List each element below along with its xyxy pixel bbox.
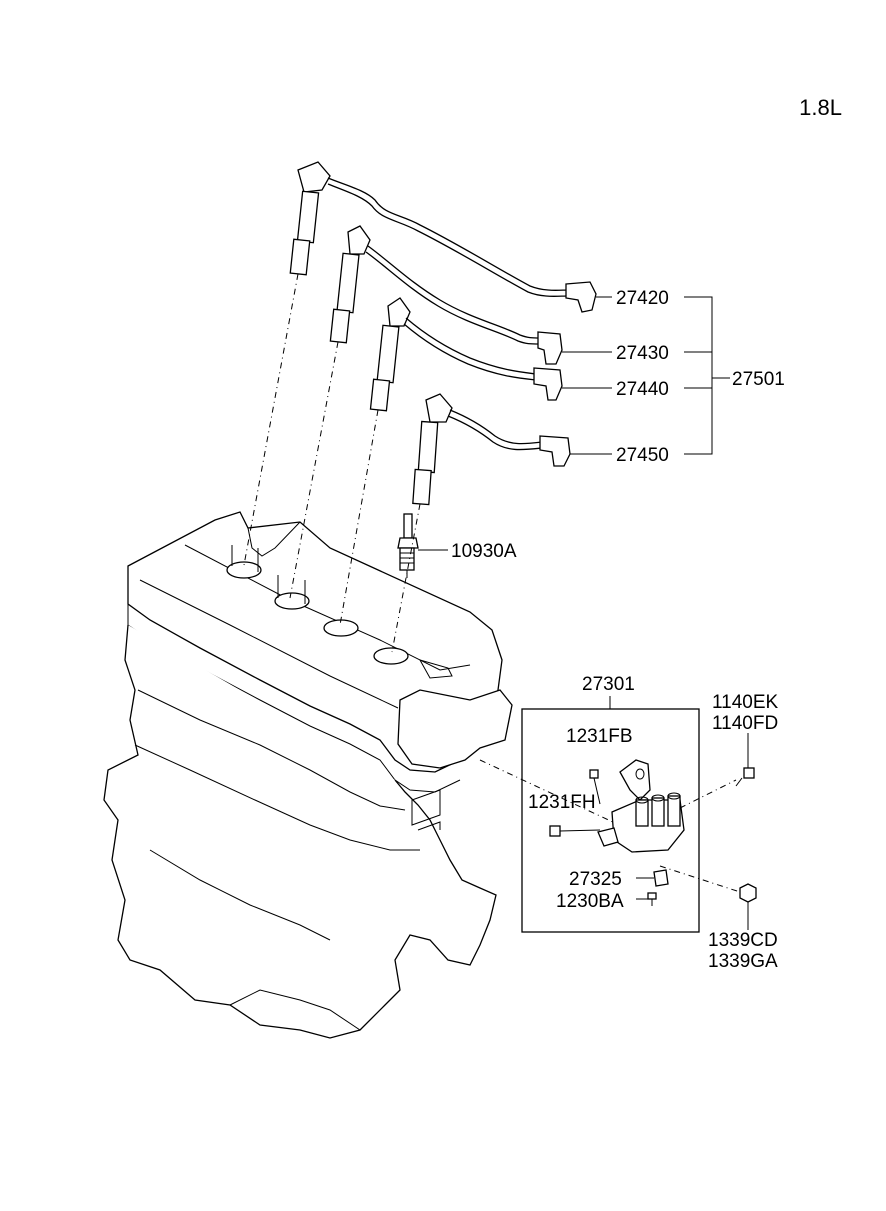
labels: 1.8L 27420 27430 27440 27450 27501 10930… xyxy=(451,95,842,972)
cable-label-27450: 27450 xyxy=(616,445,669,466)
mount-nut-label-1: 1339CD xyxy=(708,930,778,951)
mount-bolt-1140ek xyxy=(735,767,755,787)
bolt-1231fb-label: 1231FB xyxy=(566,726,633,747)
callout-leaders xyxy=(418,296,749,930)
ignition-cable-set xyxy=(289,161,597,506)
bracket-27325 xyxy=(653,869,669,887)
screw-1230ba-label: 1230BA xyxy=(556,891,624,912)
ignition-cable-27440 xyxy=(369,297,563,412)
ignition-cable-27420 xyxy=(289,161,597,313)
mount-nut-1339cd xyxy=(739,883,757,903)
mount-bolt-label-2: 1140FD xyxy=(712,713,778,734)
spark-plug xyxy=(397,513,419,578)
cable-set-label-27501: 27501 xyxy=(732,369,785,390)
bolt-1231fh xyxy=(549,825,601,837)
coil-connector xyxy=(597,827,619,847)
installation-leaders xyxy=(243,273,741,893)
screw-1230ba xyxy=(647,892,657,906)
ignition-cable-27450 xyxy=(412,393,571,506)
bolt-1231fh-label: 1231FH xyxy=(528,792,596,813)
mount-nut-label-2: 1339GA xyxy=(708,951,778,972)
spark-plug-label: 10930A xyxy=(451,541,517,562)
mount-bolt-label-1: 1140EK xyxy=(712,692,779,713)
cable-label-27440: 27440 xyxy=(616,379,669,400)
bracket-27325-label: 27325 xyxy=(569,869,622,890)
engine-block xyxy=(103,511,513,1039)
bolt-1231fb xyxy=(589,769,601,805)
ignition-coil-detail xyxy=(521,696,700,933)
cable-label-27420: 27420 xyxy=(616,288,669,309)
coil-assembly-label: 27301 xyxy=(582,674,635,695)
coil-bracket xyxy=(619,759,651,801)
ignition-cable-27430 xyxy=(329,225,563,365)
engine-displacement-label: 1.8L xyxy=(799,95,842,120)
cable-label-27430: 27430 xyxy=(616,343,669,364)
